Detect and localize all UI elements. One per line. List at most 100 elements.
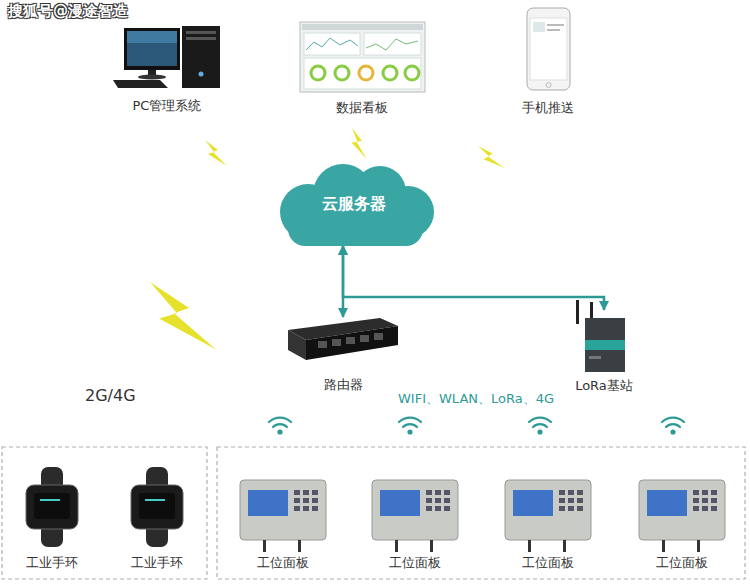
panel-icon (240, 480, 326, 540)
panel-icon (294, 498, 300, 503)
device-caption: 工位面板 (370, 555, 460, 571)
wristband-icon (139, 493, 175, 519)
panel-icon (577, 490, 583, 495)
panel-icon (240, 480, 725, 552)
panel-icon (435, 490, 441, 495)
panel-icon (426, 490, 432, 495)
dashed-group (217, 447, 745, 579)
phone-icon (533, 22, 545, 32)
device-node: 路由器 (288, 317, 398, 393)
panel-icon (577, 498, 583, 503)
panel-icon (513, 490, 553, 516)
panel-icon (426, 490, 450, 511)
panel-icon (444, 498, 450, 503)
panel-icon (702, 498, 708, 503)
wifi-symbol (269, 418, 291, 434)
panel-icon (559, 498, 565, 503)
panel-icon (528, 540, 531, 552)
router-icon (346, 337, 355, 344)
phone-icon (547, 24, 564, 26)
panel-icon (559, 490, 583, 511)
pc-icon (138, 75, 166, 80)
dashboard-icon (364, 33, 421, 55)
dashboard-icon (359, 66, 373, 80)
wristband-icon (34, 493, 70, 519)
wristband-icon (131, 485, 183, 529)
icon-area (299, 22, 425, 100)
device-node: LoRa基站 (572, 310, 636, 394)
wifi-symbol (529, 418, 551, 422)
wifi-symbol (269, 418, 291, 422)
dashboard-icon (300, 22, 425, 92)
panel-icon (505, 480, 591, 552)
dashboard-icon (304, 33, 360, 55)
wifi-symbol (269, 418, 684, 434)
dashboard-icon (304, 58, 421, 89)
wifi-symbol (403, 424, 417, 427)
pc-icon (199, 72, 204, 77)
panel-icon (693, 490, 717, 511)
router-icon (288, 318, 398, 360)
panel-icon (647, 490, 687, 516)
cloud-node: 云服务器 (268, 162, 440, 246)
panel-icon (711, 506, 717, 511)
panel-icon (702, 506, 708, 511)
panel-icon (639, 480, 725, 552)
panel-icon (395, 540, 398, 552)
router-icon (332, 339, 341, 346)
wristband-icon (145, 499, 165, 501)
wifi-symbol (666, 424, 680, 427)
icon-area (519, 8, 577, 100)
lightning-bolt (205, 140, 227, 166)
panel-icon (559, 506, 565, 511)
panel-icon (693, 506, 699, 511)
panel-icon (505, 480, 591, 540)
watermark: 搜狐号@漫途智造 (8, 2, 128, 21)
lightning-bolt (478, 142, 504, 171)
dashed-group (2, 447, 745, 579)
cloud-shape (280, 164, 434, 246)
icon-area (572, 310, 636, 378)
panel-icon (444, 490, 450, 495)
dashboard-icon (405, 66, 419, 80)
router-icon (288, 330, 306, 360)
panel-icon (711, 498, 717, 503)
pc-icon (113, 80, 168, 88)
dashboard-icon (366, 39, 418, 50)
panel-icon (711, 490, 717, 495)
network-label: WIFI、WLAN、LoRa、4G (398, 390, 554, 408)
pc-icon (186, 37, 216, 40)
panel-icon (312, 490, 318, 495)
lightning-bolt (150, 282, 216, 350)
wifi-symbol (399, 418, 421, 434)
panel-icon (426, 498, 432, 503)
cloud-shape (288, 212, 423, 246)
dashboard-icon (306, 38, 358, 50)
device-caption: 数据看板 (299, 100, 425, 116)
panel-icon (298, 540, 301, 552)
panel-icon (568, 498, 574, 503)
panel-icon (263, 540, 266, 552)
panel-icon (697, 540, 700, 552)
icon-area (22, 468, 82, 555)
panel-icon (577, 506, 583, 511)
panel-icon (372, 480, 458, 552)
router-icon (306, 326, 398, 360)
device-node: 工业手环 (22, 468, 82, 571)
wifi-symbol (529, 418, 551, 434)
pc-icon (124, 28, 180, 70)
panel-icon (435, 506, 441, 511)
lora-gateway-icon (585, 318, 625, 372)
phone-icon (530, 18, 567, 80)
panel-icon (563, 540, 566, 552)
panel-icon (693, 490, 699, 495)
pc-icon (182, 26, 220, 88)
panel-icon (380, 490, 420, 516)
icon-area (288, 317, 398, 377)
device-caption: 路由器 (288, 377, 398, 393)
wifi-symbol (662, 418, 684, 434)
wristband-icon (131, 467, 183, 547)
